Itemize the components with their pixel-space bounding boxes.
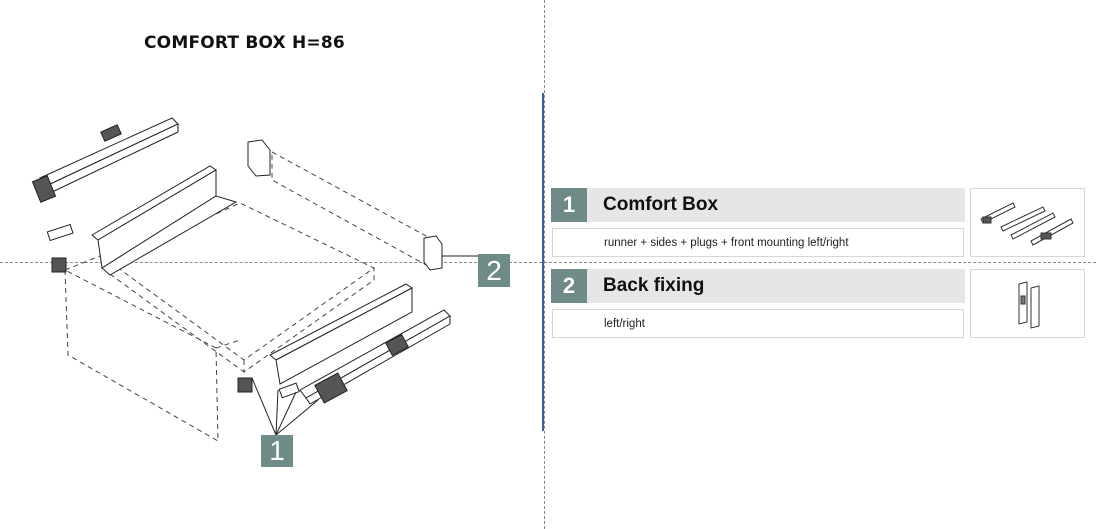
callout-leader-lines xyxy=(251,255,478,436)
plug-right xyxy=(237,377,300,399)
part-name: Back fixing xyxy=(587,269,965,303)
drawer-side-left xyxy=(91,165,238,276)
panel-divider xyxy=(542,93,544,431)
drawer-side-right xyxy=(269,283,413,385)
part-thumbnail xyxy=(970,269,1085,338)
drawer-front-panel xyxy=(64,251,241,442)
plug-left xyxy=(46,223,74,273)
part-name: Comfort Box xyxy=(587,188,965,222)
part-number: 2 xyxy=(551,269,587,303)
part-description: runner + sides + plugs + front mounting … xyxy=(552,228,964,257)
runner-left xyxy=(31,117,179,203)
runner-right xyxy=(299,309,451,405)
runner-sides-icon xyxy=(980,202,1074,246)
drawer-bottom-panel xyxy=(109,202,375,373)
part-thumbnail xyxy=(970,188,1085,257)
drawer-back-panel xyxy=(271,151,429,267)
callout-badge-2: 2 xyxy=(478,254,510,287)
vertical-guide-line xyxy=(544,0,545,529)
callout-badge-1: 1 xyxy=(261,435,293,467)
back-fixing-right xyxy=(423,235,443,271)
horizontal-guide-line xyxy=(0,262,1096,263)
part-number: 1 xyxy=(551,188,587,222)
back-fixing-left xyxy=(247,139,271,177)
part-description: left/right xyxy=(552,309,964,338)
back-fixing-icon xyxy=(1018,281,1040,329)
diagram-title: COMFORT BOX H=86 xyxy=(144,33,345,53)
